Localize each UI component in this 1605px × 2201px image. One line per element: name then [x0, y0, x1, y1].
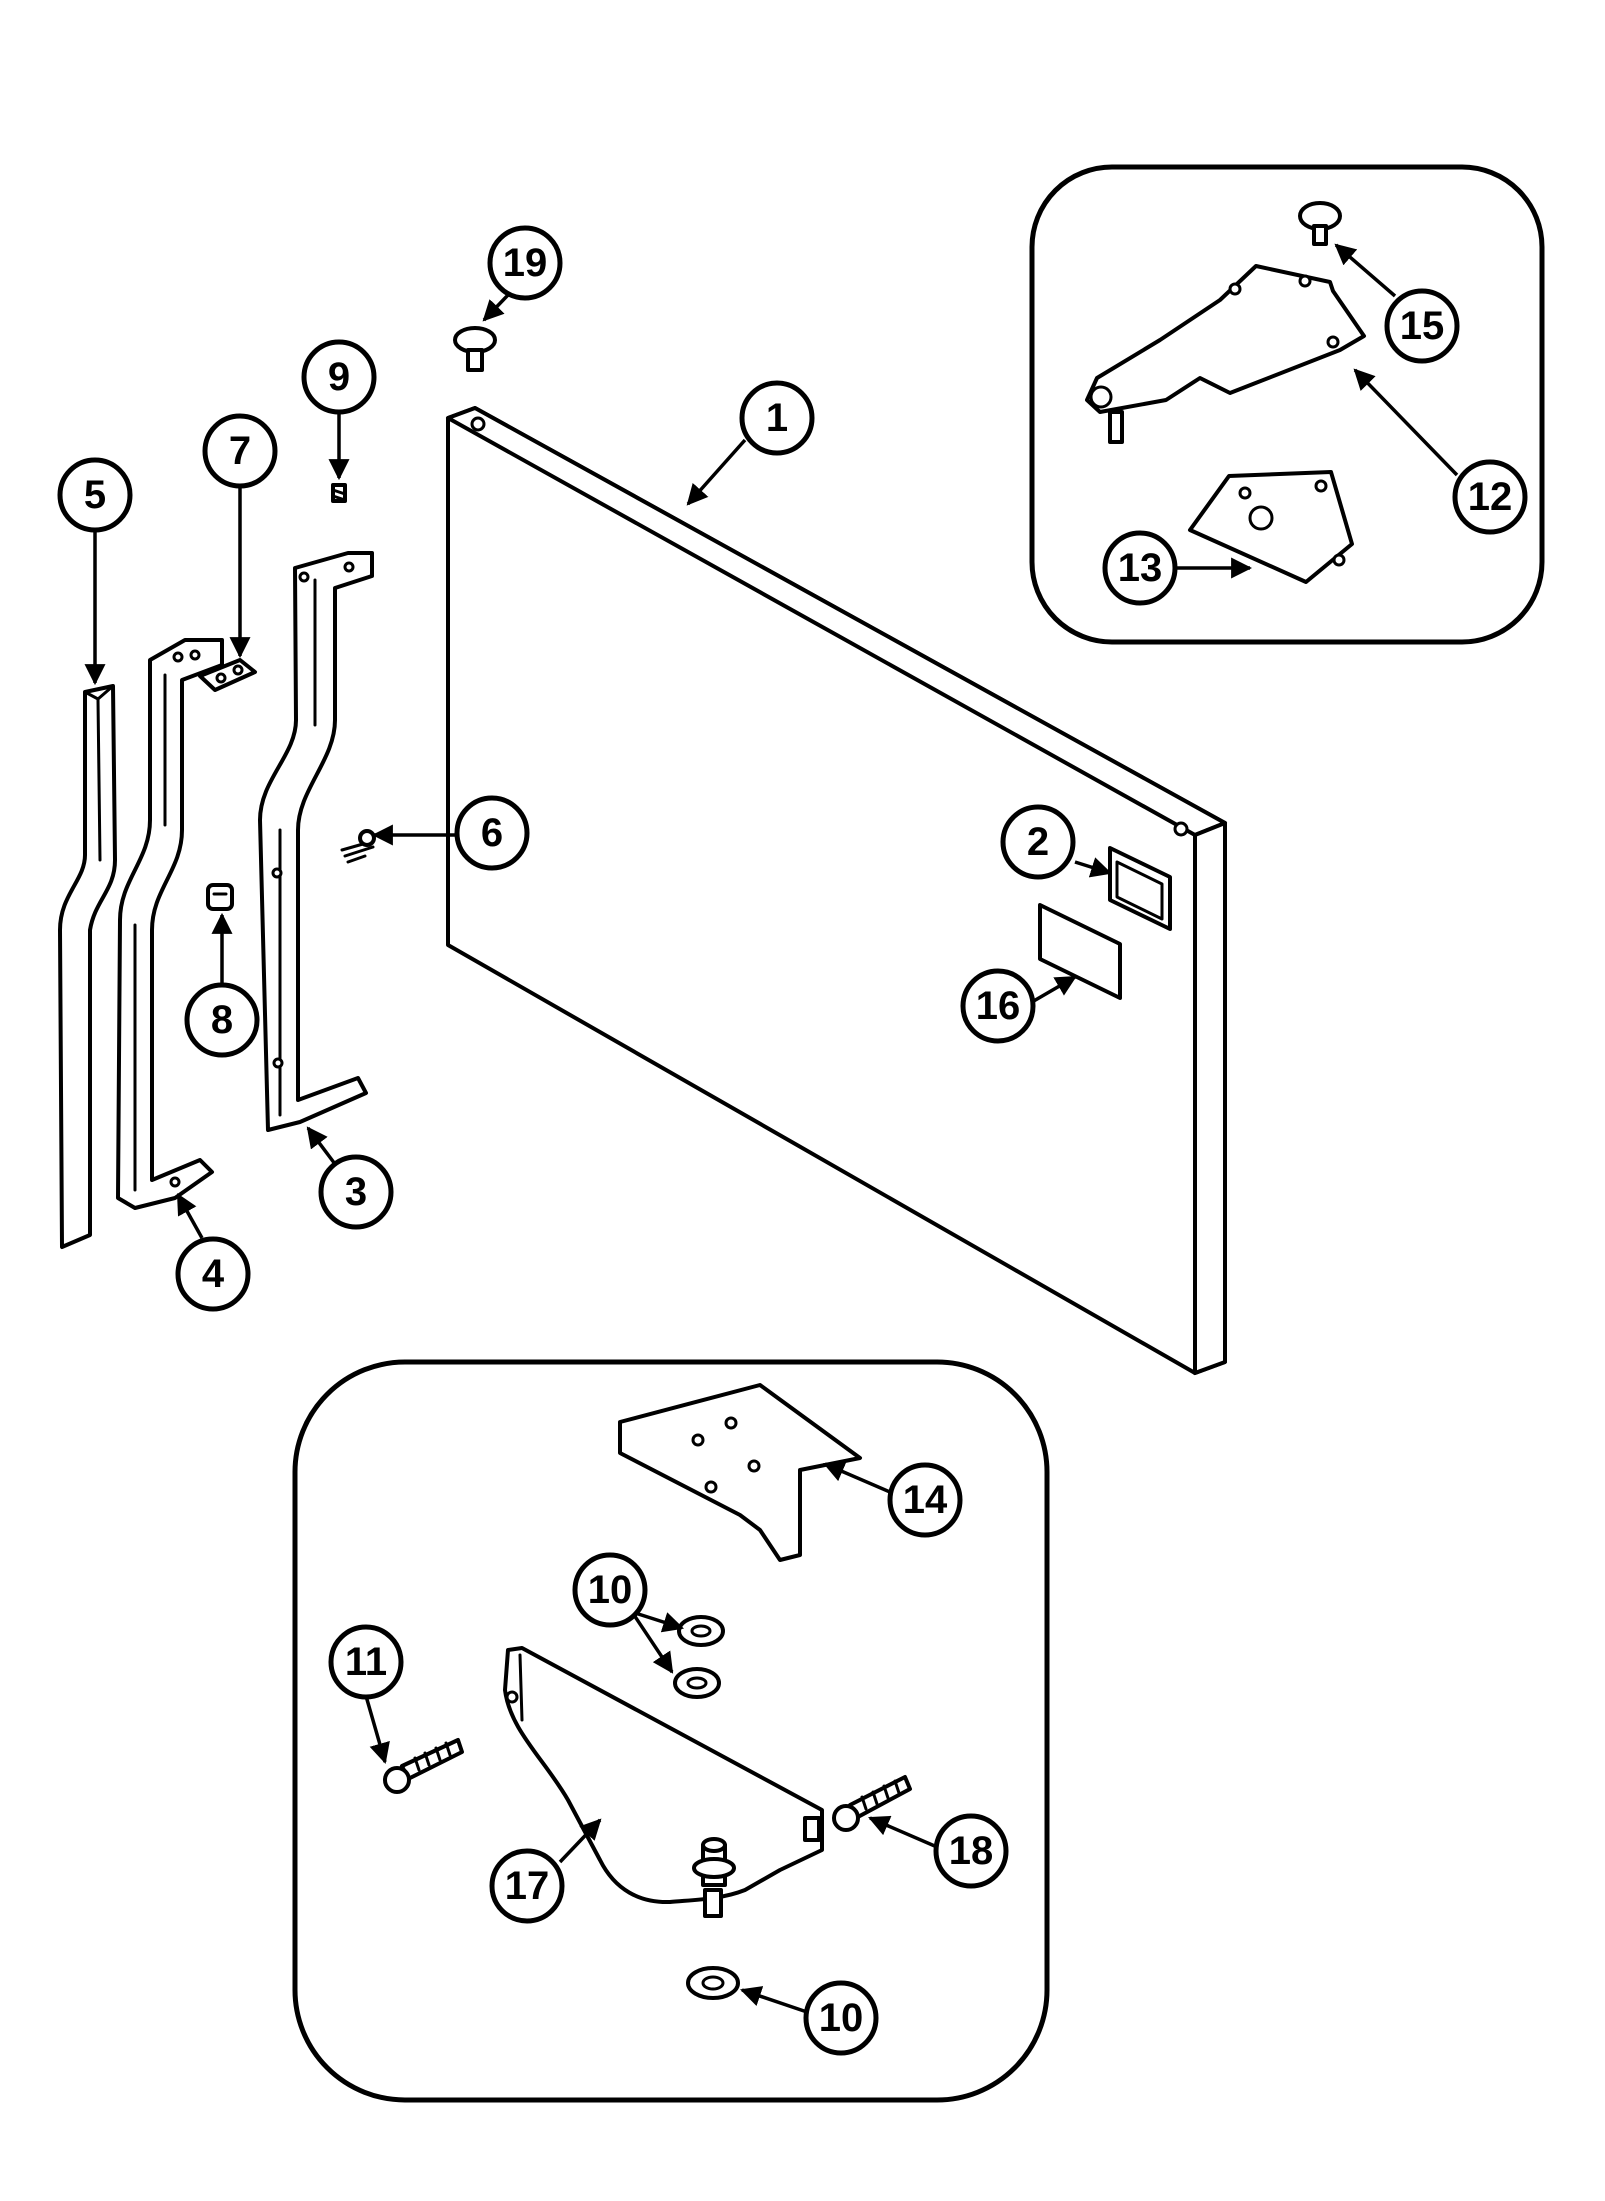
leader-3 — [306, 1126, 340, 1170]
door-handle — [58, 684, 117, 1249]
washer-lower — [686, 1966, 740, 2000]
leader-1 — [686, 438, 747, 506]
leader-2 — [1074, 857, 1113, 878]
callout-11: 11 — [328, 1624, 404, 1700]
leader-14 — [823, 1461, 891, 1494]
leader-11 — [364, 1695, 390, 1765]
callout-6: 6 — [454, 795, 530, 871]
door-panel — [446, 406, 1227, 1375]
screw-small — [331, 483, 347, 503]
svg-text:13: 13 — [1118, 546, 1163, 590]
callout-7: 7 — [202, 413, 278, 489]
hinge-shim — [1188, 470, 1354, 584]
svg-text:10: 10 — [819, 1996, 864, 2040]
callout-2: 2 — [1000, 804, 1076, 880]
callout-9: 9 — [301, 339, 377, 415]
svg-text:10: 10 — [588, 1568, 633, 1612]
callout-12: 12 — [1452, 459, 1528, 535]
callout-15: 15 — [1384, 288, 1460, 364]
upper-hinge-inset-frame — [1029, 164, 1545, 645]
hinge-pin — [692, 1837, 736, 1918]
hinge-screw-right — [832, 1775, 912, 1832]
leader-4 — [176, 1193, 204, 1239]
leader-18 — [868, 1815, 938, 1849]
svg-text:9: 9 — [328, 355, 350, 399]
callout-1: 1 — [739, 380, 815, 456]
leader-10a-2 — [630, 1611, 674, 1674]
callout-4: 4 — [175, 1236, 251, 1312]
callout-8: 8 — [184, 982, 260, 1058]
svg-text:19: 19 — [503, 241, 548, 285]
svg-text:2: 2 — [1027, 820, 1049, 864]
leader-17 — [558, 1818, 602, 1864]
callouts: 1 2 3 4 5 6 7 8 9 10 10 11 12 13 14 15 1… — [57, 225, 1528, 2056]
svg-text:17: 17 — [505, 1864, 550, 1908]
label-small — [1108, 846, 1172, 931]
leader-12 — [1353, 368, 1459, 477]
svg-text:15: 15 — [1400, 304, 1445, 348]
callout-14: 14 — [887, 1462, 963, 1538]
hinge-cap — [1298, 201, 1342, 246]
callout-19: 19 — [487, 225, 563, 301]
svg-text:7: 7 — [229, 429, 251, 473]
svg-text:5: 5 — [84, 473, 106, 517]
callout-10a: 10 — [572, 1552, 648, 1628]
plug — [206, 883, 234, 911]
callout-13: 13 — [1102, 530, 1178, 606]
leader-19 — [482, 292, 511, 322]
leader-lines — [84, 243, 1459, 2014]
callout-18: 18 — [933, 1813, 1009, 1889]
callout-17: 17 — [489, 1848, 565, 1924]
leader-16 — [1031, 975, 1077, 1004]
washer-pair — [673, 1615, 725, 1699]
screw — [340, 829, 376, 864]
svg-text:1: 1 — [766, 396, 788, 440]
bracket-clip — [198, 658, 257, 692]
svg-text:8: 8 — [211, 998, 233, 1042]
label-large — [1038, 903, 1122, 1000]
callout-3: 3 — [318, 1154, 394, 1230]
callout-10b: 10 — [803, 1980, 879, 2056]
handle-trim — [116, 638, 224, 1210]
door-stop-pin — [453, 326, 497, 372]
lower-hinge — [503, 1646, 824, 1918]
hinge-bracket — [618, 1383, 862, 1562]
svg-text:14: 14 — [903, 1478, 948, 1522]
svg-text:12: 12 — [1468, 475, 1513, 519]
svg-text:11: 11 — [345, 1640, 387, 1684]
leader-15 — [1334, 243, 1397, 298]
callout-5: 5 — [57, 457, 133, 533]
upper-hinge — [1085, 264, 1366, 444]
leader-10a-1 — [631, 1610, 685, 1633]
svg-text:3: 3 — [345, 1170, 367, 1214]
callout-16: 16 — [960, 968, 1036, 1044]
leader-10b — [740, 1986, 808, 2014]
svg-text:4: 4 — [202, 1252, 225, 1296]
svg-text:18: 18 — [949, 1829, 994, 1873]
door-handle-bracket — [258, 551, 374, 1132]
svg-text:16: 16 — [976, 984, 1021, 1028]
hinge-screw-left — [383, 1738, 464, 1794]
svg-text:6: 6 — [481, 811, 503, 855]
lower-hinge-inset-frame — [292, 1359, 1050, 2103]
